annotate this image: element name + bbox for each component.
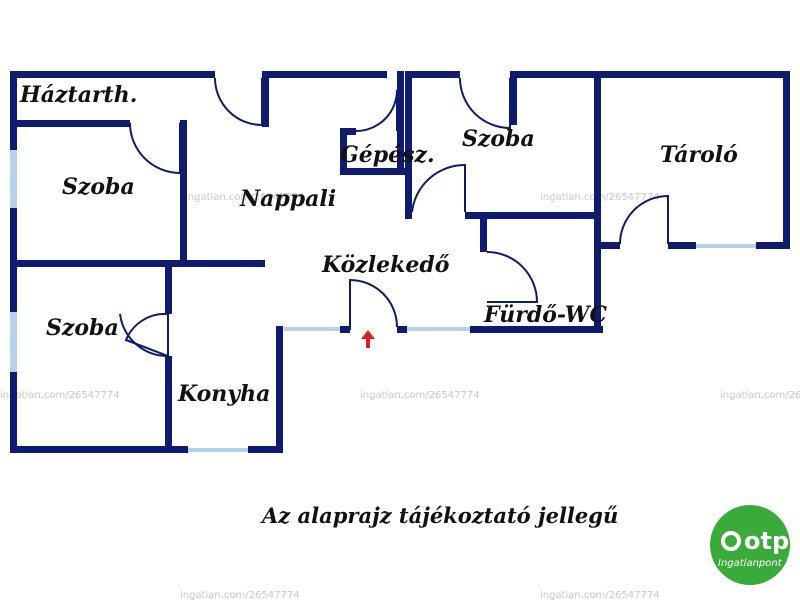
entrance-arrow-icon: [361, 330, 375, 348]
plan-caption: Az alaprajz tájékoztató jellegű: [260, 503, 618, 528]
window: [407, 327, 470, 331]
window: [284, 327, 340, 331]
logo-circle: [710, 505, 790, 585]
wall: [480, 212, 487, 252]
watermark: ingatlan.com/26547774: [540, 590, 660, 600]
room-label-szoba-bottom-left: Szoba: [46, 315, 119, 341]
wall: [465, 212, 600, 219]
wall: [248, 446, 283, 453]
wall: [10, 71, 215, 78]
logo-ring: [721, 531, 741, 551]
room-label-szoba-middle: Szoba: [462, 126, 535, 152]
wall: [10, 120, 130, 127]
door: [129, 122, 181, 175]
watermark: ingatlan.com/26547774: [720, 390, 800, 401]
wall: [405, 71, 412, 219]
wall: [10, 446, 188, 453]
watermark: ingatlan.com/26547774: [185, 192, 305, 203]
wall: [276, 326, 283, 453]
room-label-haztarth: Háztarth.: [19, 82, 137, 108]
wall: [397, 71, 404, 175]
logo-subtitle: Ingatlanpont: [718, 558, 783, 569]
wall: [165, 266, 172, 314]
door: [486, 251, 539, 303]
wall: [594, 212, 601, 333]
wall: [668, 242, 696, 249]
wall: [10, 260, 265, 267]
wall: [180, 120, 187, 266]
room-label-konyha: Konyha: [177, 381, 270, 407]
wall: [405, 71, 460, 78]
door: [355, 89, 398, 132]
window: [696, 244, 756, 248]
wall: [783, 71, 790, 249]
room-label-furdo-wc: Fürdő-WC: [483, 302, 608, 328]
wall: [340, 168, 410, 175]
walls: [10, 71, 790, 453]
window: [10, 150, 17, 208]
door: [459, 77, 511, 130]
wall: [262, 71, 387, 78]
wall: [340, 326, 350, 333]
watermark: ingatlan.com/26547774: [180, 590, 300, 600]
wall: [165, 356, 172, 451]
door: [119, 313, 169, 358]
doors: [119, 77, 669, 358]
otp-logo-icon: otp Ingatlanpont: [710, 505, 790, 585]
wall: [340, 128, 356, 135]
wall: [340, 128, 347, 174]
watermark: ingatlan.com/26547774: [0, 390, 120, 401]
room-labels: Háztarth. Szoba Nappali Gépész. Szoba Tá…: [19, 82, 738, 407]
door: [349, 278, 398, 330]
wall: [470, 326, 603, 333]
wall: [262, 71, 269, 127]
wall: [756, 242, 790, 249]
wall: [594, 242, 620, 249]
logo-name: otp: [744, 527, 789, 555]
room-label-gepesz: Gépész.: [340, 142, 435, 168]
room-label-tarolo: Tároló: [660, 142, 738, 168]
wall: [594, 71, 601, 247]
door: [124, 312, 169, 358]
window: [188, 448, 248, 452]
windows: [10, 150, 756, 452]
wall: [397, 326, 407, 333]
window: [10, 312, 17, 372]
watermark: ingatlan.com/26547774: [360, 390, 480, 401]
door: [214, 77, 263, 127]
wall: [510, 71, 517, 125]
room-label-nappali: Nappali: [239, 186, 336, 212]
room-label-kozlekedo: Közlekedő: [321, 252, 450, 278]
door: [619, 194, 669, 245]
room-label-szoba-top-left: Szoba: [62, 174, 135, 200]
door: [411, 163, 466, 213]
wall: [510, 71, 790, 78]
